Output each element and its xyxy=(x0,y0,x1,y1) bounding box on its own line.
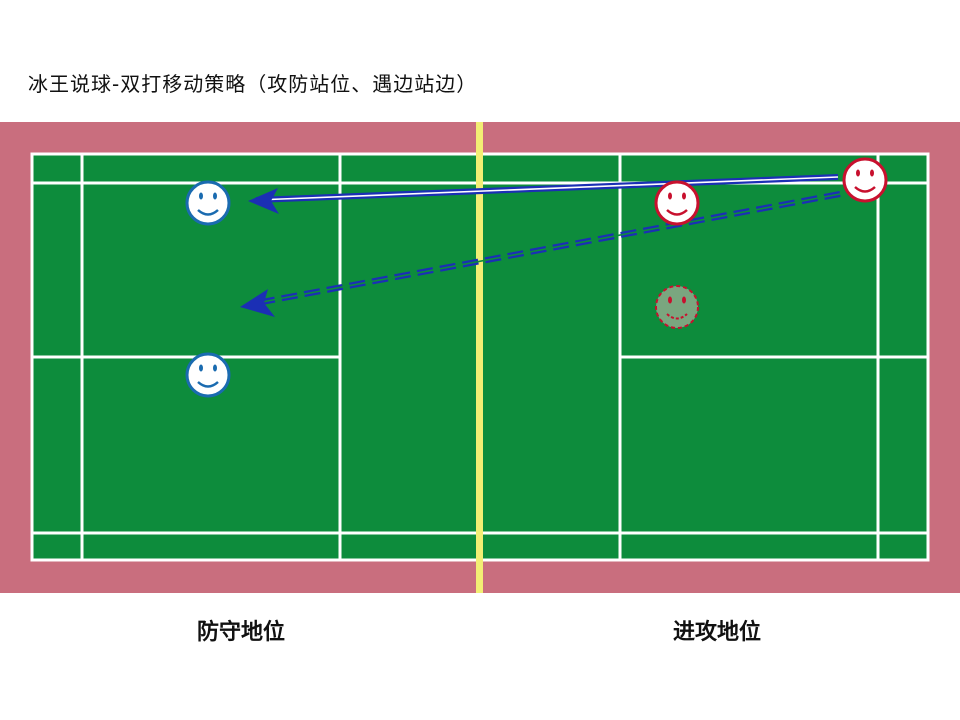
attacker-ghost-player xyxy=(655,285,699,329)
smiley-icon xyxy=(666,192,688,216)
smiley-icon xyxy=(197,364,219,388)
smiley-icon xyxy=(197,192,219,216)
smiley-icon xyxy=(666,296,688,320)
defender-player-1 xyxy=(185,180,231,226)
attacker-player-2 xyxy=(842,157,888,203)
net xyxy=(476,122,483,593)
attacker-player-1 xyxy=(654,180,700,226)
arrow-solid xyxy=(248,174,839,214)
defense-position-label: 防守地位 xyxy=(197,620,286,645)
page-title: 冰王说球-双打移动策略（攻防站位、遇边站边） xyxy=(28,72,478,96)
arrow-dashed xyxy=(240,191,841,317)
attack-position-label: 进攻地位 xyxy=(673,620,762,645)
smiley-icon xyxy=(854,169,876,193)
defender-player-2 xyxy=(185,352,231,398)
